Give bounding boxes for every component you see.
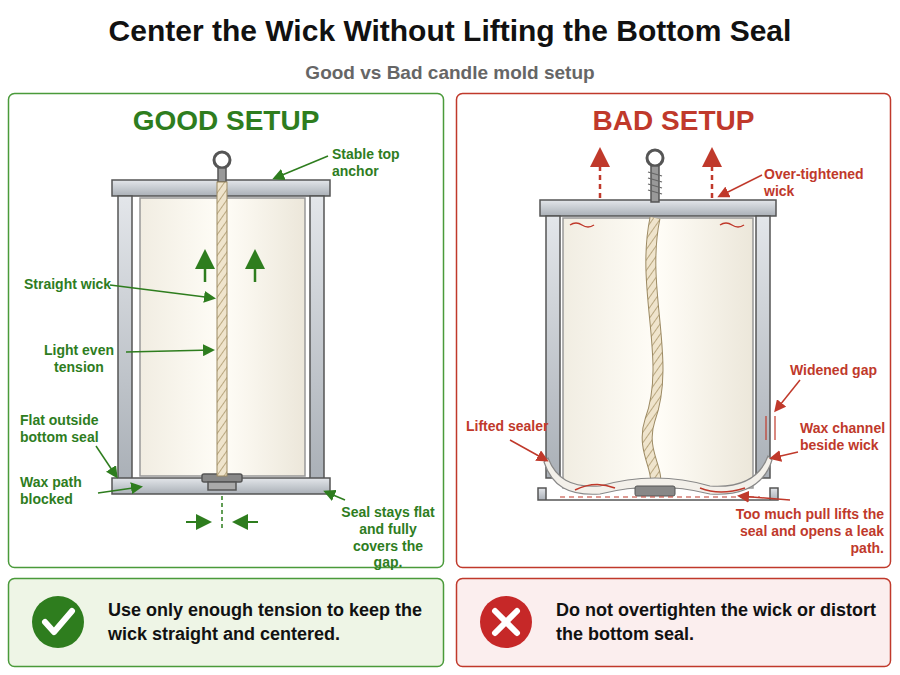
callout-label: Flat outside bottom seal: [20, 412, 112, 446]
callout-label: Wax channel beside wick: [800, 420, 886, 454]
callout-label: Wax path blocked: [20, 474, 100, 508]
callout-label: Too much pull lifts the seal and opens a…: [728, 506, 884, 556]
subtitle: Good vs Bad candle mold setup: [0, 62, 900, 85]
callout-label: Stable top anchor: [332, 146, 442, 180]
rule-text: Use only enough tension to keep the wick…: [108, 599, 429, 646]
panel-heading: BAD SETUP: [456, 105, 891, 137]
rule-text: Do not overtighten the wick or distort t…: [556, 599, 876, 646]
panel-heading: GOOD SETUP: [8, 105, 444, 137]
rule-box: Use only enough tension to keep the wick…: [8, 578, 444, 667]
callout-label: Lifted sealer: [466, 418, 556, 435]
callout-label: Over-tightened wick: [764, 166, 888, 200]
callout-label: Seal stays flat and fully covers the gap…: [338, 504, 438, 571]
setup-panel: BAD SETUP: [456, 93, 891, 568]
title: Center the Wick Without Lifting the Bott…: [0, 14, 900, 48]
rule-box: Do not overtighten the wick or distort t…: [456, 578, 891, 667]
callout-label: Light even tension: [34, 342, 124, 376]
callout-label: Widened gap: [790, 362, 886, 379]
callout-label: Straight wick: [24, 276, 124, 293]
